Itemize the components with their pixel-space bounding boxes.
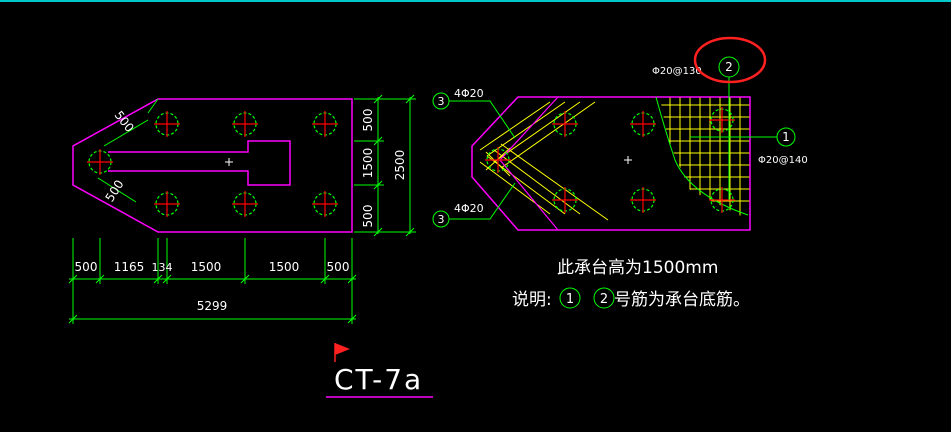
- mesh-mask: [651, 98, 745, 230]
- note-bubble-1-label: 1: [566, 292, 574, 307]
- pile: [709, 107, 735, 133]
- right-plan-view[interactable]: 3 4Φ20 3 4Φ20 2 Φ20@130 1 Φ20@140: [432, 36, 808, 231]
- rebar-label: 4Φ20: [454, 87, 484, 100]
- desc-label: 说明:: [512, 290, 552, 310]
- pile-group-left: [87, 111, 338, 217]
- diagonal-dimension-lines: [97, 98, 159, 203]
- pile: [312, 191, 338, 217]
- pile-cap-outline-right[interactable]: [471, 96, 751, 231]
- horiz-dim-6: 500: [327, 260, 350, 274]
- rebar-label: Φ20@140: [758, 155, 808, 166]
- pile: [312, 111, 338, 137]
- pile: [154, 111, 180, 137]
- pile: [630, 111, 656, 137]
- callout-2[interactable]: 2 Φ20@130: [652, 56, 740, 200]
- vertical-dimension-lines: [354, 94, 416, 237]
- vert-dim-mid: 1500: [361, 148, 375, 179]
- pile: [232, 111, 258, 137]
- pile-group-right: [485, 107, 735, 213]
- cap-notch-outline: [108, 140, 291, 186]
- callout-1[interactable]: 1 Φ20@140: [690, 127, 808, 166]
- bubble-label: 2: [725, 60, 733, 74]
- highlight-circle: [693, 36, 767, 84]
- pile: [485, 147, 511, 173]
- pile: [552, 187, 578, 213]
- left-plan-view[interactable]: 500 500 500 1500 500 2500: [68, 94, 416, 324]
- bubble-label: 3: [438, 95, 445, 108]
- horiz-dim-total: 5299: [197, 299, 228, 313]
- pile: [232, 191, 258, 217]
- diagonal-rebars: [479, 101, 609, 221]
- horiz-dim-5: 1500: [269, 260, 300, 274]
- vert-dim-total: 2500: [393, 150, 407, 181]
- pile: [709, 187, 735, 213]
- vert-dim-top: 500: [361, 109, 375, 132]
- note-bubble-1: [559, 287, 581, 309]
- desc-tail: 号筋为承台底筋。: [614, 290, 750, 310]
- notes[interactable]: 此承台高为1500mm 说明: 1 2 号筋为承台底筋。: [512, 258, 750, 310]
- height-note: 此承台高为1500mm: [557, 258, 718, 278]
- rebar-label: 4Φ20: [454, 202, 484, 215]
- pile: [552, 111, 578, 137]
- callout-3-top[interactable]: 3 4Φ20: [432, 87, 516, 139]
- pile-cap-outline-left[interactable]: [72, 98, 353, 233]
- vert-dim-bottom: 500: [361, 205, 375, 228]
- mesh-boundary: [655, 96, 749, 216]
- callout-3-bottom[interactable]: 3 4Φ20: [432, 182, 516, 228]
- pile: [630, 187, 656, 213]
- flag-icon: [334, 343, 350, 362]
- drawing-title: CT-7a: [334, 363, 423, 396]
- bubble-label: 3: [438, 213, 445, 226]
- center-cross-icon: [624, 156, 632, 164]
- drawing-title-block[interactable]: CT-7a: [326, 343, 433, 398]
- rebar-label: Φ20@130: [652, 66, 702, 77]
- horiz-dim-2: 1165: [114, 260, 145, 274]
- center-cross-icon: [225, 158, 233, 166]
- horizontal-dimension-lines: [68, 238, 357, 324]
- bubble-label: 1: [782, 130, 790, 144]
- pile: [154, 191, 180, 217]
- horiz-dim-1: 500: [75, 260, 98, 274]
- horiz-dim-3: 134: [152, 261, 173, 274]
- note-bubble-2: [593, 287, 615, 309]
- diag-dim-bottom: 500: [103, 177, 127, 204]
- pile: [87, 149, 113, 175]
- note-bubble-2-label: 2: [600, 292, 608, 307]
- horiz-dim-4: 1500: [191, 260, 222, 274]
